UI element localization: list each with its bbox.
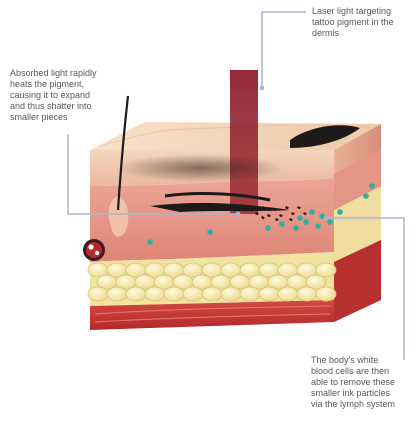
skin-side-face [334,124,381,322]
white-blood-cell [327,219,333,225]
white-blood-cell [265,225,271,231]
callout-dot-laser [260,86,265,91]
white-blood-cell [207,229,213,235]
callout-dot-absorption [236,212,241,217]
fat-globule [164,287,184,301]
white-blood-cell [147,239,153,245]
callout-absorption-line: smaller pieces [10,112,122,123]
laser-beam [230,70,258,214]
callout-wbc-line: via the lymph system [311,399,415,410]
callout-dot-white-blood-cells [324,216,329,221]
fat-globule [297,287,317,301]
callout-laser-text: Laser light targeting tattoo pigment in … [312,6,417,39]
fat-globule [221,287,241,301]
blood-vessel [83,239,105,261]
white-blood-cell [369,183,375,189]
callout-wbc-line: smaller ink particles [311,388,415,399]
callout-wbc-line: able to remove these [311,377,415,388]
heat-zone [115,154,285,182]
fat-globule [202,287,222,301]
callout-absorption-line: heats the pigment, [10,79,122,90]
fat-globule [259,287,279,301]
fat-globule [278,287,298,301]
callout-absorption-text: Absorbed light rapidly heats the pigment… [10,68,122,123]
callout-laser-line: Laser light targeting [312,6,417,17]
fat-globule [145,287,165,301]
white-blood-cell [337,209,343,215]
white-blood-cell [279,221,285,227]
fat-globule [126,287,146,301]
fat-globule [107,287,127,301]
callout-absorption-line: Absorbed light rapidly [10,68,122,79]
fat-cells [88,263,336,301]
callout-wbc-line: blood cells are then [311,366,415,377]
fat-globule [240,287,260,301]
white-blood-cell [309,209,315,215]
callout-laser-line: tattoo pigment in the [312,17,417,28]
white-blood-cell [363,193,369,199]
white-blood-cell [293,225,299,231]
callout-absorption-line: causing it to expand [10,90,122,101]
fat-globule [183,287,203,301]
white-blood-cell [303,219,309,225]
callout-laser-line: dermis [312,28,417,39]
fat-globule [88,287,108,301]
callout-absorption-line: and thus shatter into [10,101,122,112]
callout-white-blood-cells-text: The body's white blood cells are then ab… [311,355,415,410]
fat-globule [316,287,336,301]
callout-line-laser [262,12,306,88]
white-blood-cell [297,215,303,221]
white-blood-cell [315,223,321,229]
callout-wbc-line: The body's white [311,355,415,366]
